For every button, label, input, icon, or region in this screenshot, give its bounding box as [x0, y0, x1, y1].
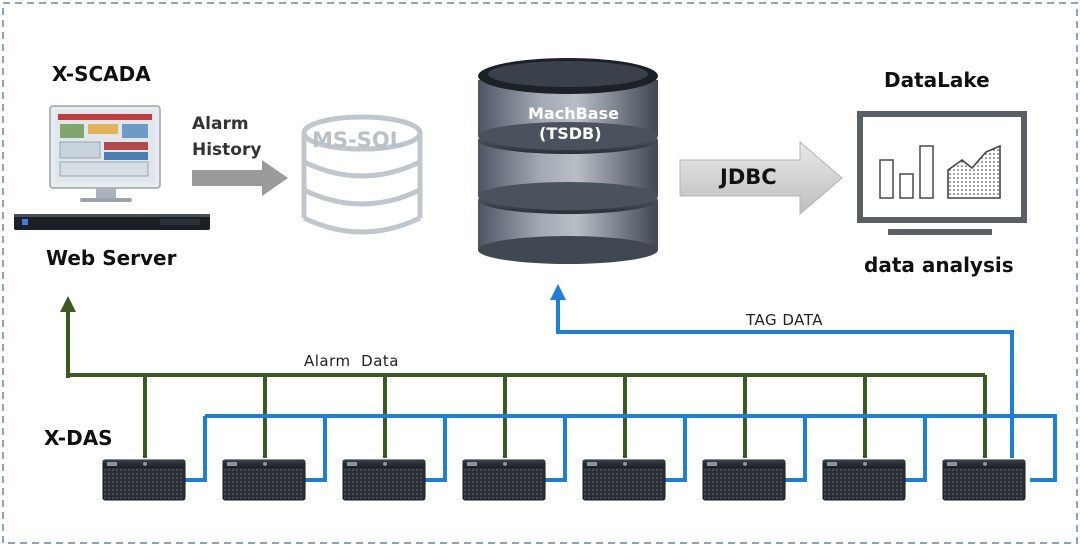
scada-title: X-SCADA: [52, 62, 151, 86]
alarm-history-arrow: [192, 160, 288, 196]
machbase-cylinder-icon: [478, 58, 658, 264]
monitor-icon: [49, 105, 161, 202]
das-unit-icon: [222, 459, 306, 501]
alarm-data-label: Alarm Data: [304, 352, 399, 370]
data-analysis-label: data analysis: [864, 253, 1014, 277]
das-unit-icon: [822, 459, 906, 501]
das-unit-icon: [702, 459, 786, 501]
machbase-label: MachBase: [528, 104, 619, 123]
database-icon: [301, 114, 423, 235]
das-unit-icon: [462, 459, 546, 501]
das-unit-icon: [582, 459, 666, 501]
alarm-history-label-1: Alarm: [192, 114, 249, 134]
das-unit-icon: [102, 459, 186, 501]
alarm-history-label-2: History: [192, 140, 262, 160]
tag-data-label: TAG DATA: [746, 311, 824, 329]
alarm-arrowhead: [60, 296, 76, 312]
tag-arrowhead: [550, 284, 566, 300]
mssql-label: MS-SQL: [312, 128, 404, 152]
bar-chart-icon: [857, 111, 1027, 235]
das-unit-icon: [942, 459, 1026, 501]
xdas-label: X-DAS: [44, 426, 113, 450]
tsdb-label: (TSDB): [539, 124, 602, 143]
jdbc-label: JDBC: [720, 165, 777, 189]
jdbc-arrow: [679, 140, 843, 216]
datalake-title: DataLake: [884, 68, 990, 92]
das-unit-icon: [342, 459, 426, 501]
server-rack-icon: [14, 214, 210, 230]
tag-data-lines: [185, 300, 1057, 482]
web-server-label: Web Server: [46, 246, 177, 270]
